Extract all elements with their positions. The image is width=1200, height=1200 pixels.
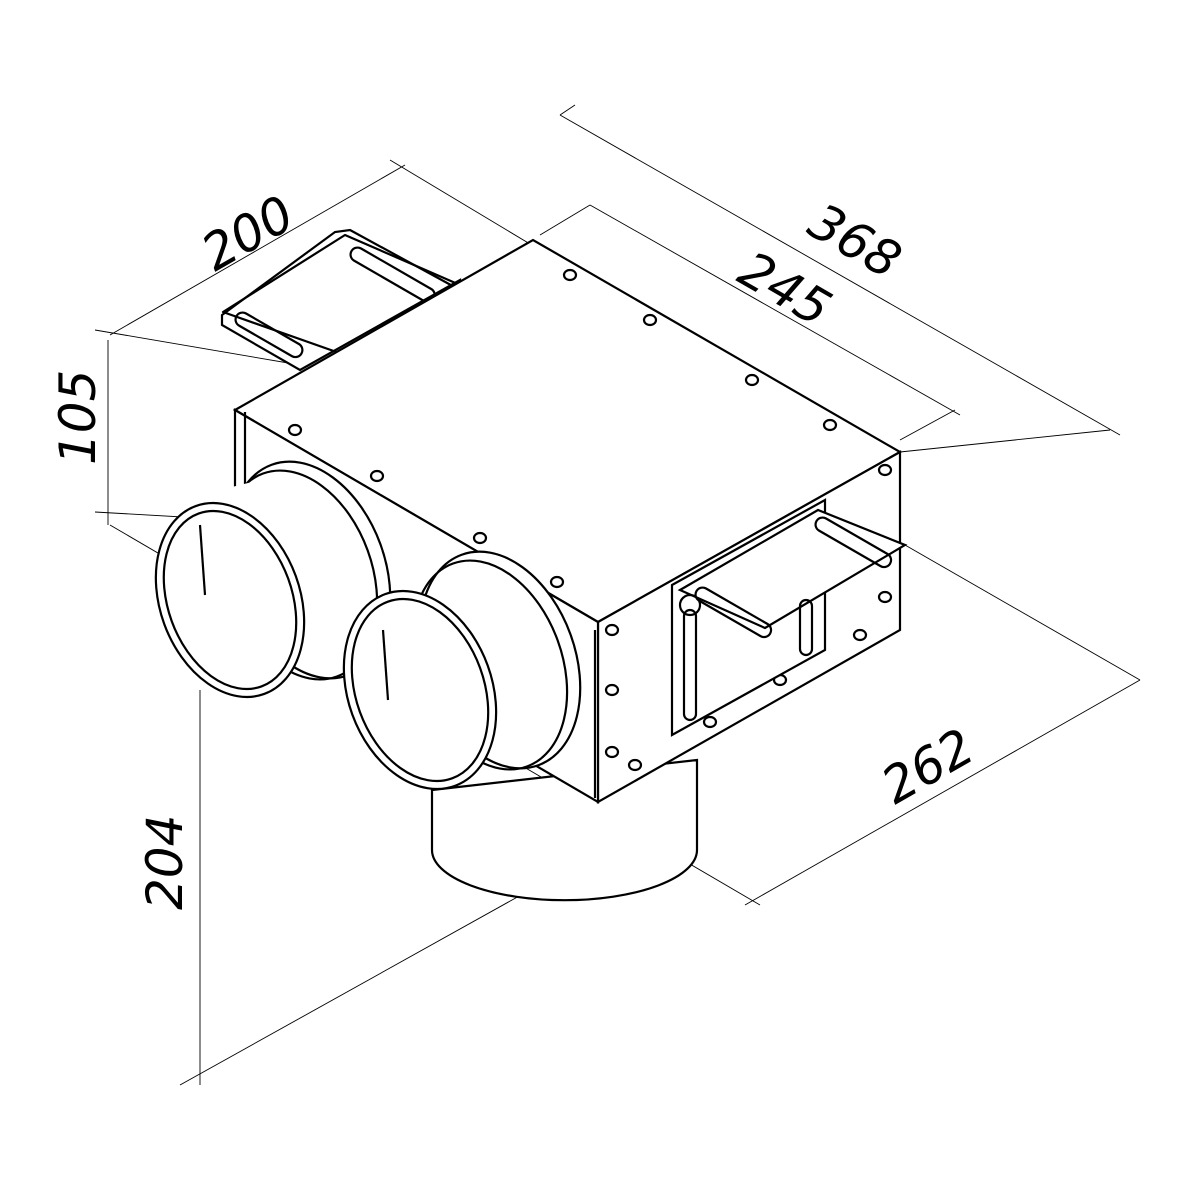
screw-icon bbox=[642, 313, 658, 327]
screw-icon bbox=[822, 418, 838, 432]
screw-icon bbox=[852, 628, 868, 642]
dim-204: 204 bbox=[136, 815, 194, 910]
screw-icon bbox=[472, 531, 488, 545]
side-mounting-bracket bbox=[670, 498, 908, 737]
screw-icon bbox=[549, 575, 565, 589]
screw-icon bbox=[744, 373, 760, 387]
screw-icon bbox=[604, 623, 620, 637]
screw-icon bbox=[287, 423, 303, 437]
dim-105: 105 bbox=[49, 370, 107, 465]
screw-icon bbox=[604, 745, 620, 759]
screw-icon bbox=[562, 268, 578, 282]
screws bbox=[287, 268, 893, 772]
screw-icon bbox=[877, 590, 893, 604]
bottom-duct bbox=[430, 758, 699, 902]
collar-right bbox=[342, 550, 582, 791]
screw-icon bbox=[627, 758, 643, 772]
collar-left bbox=[154, 460, 392, 699]
dimension-lines bbox=[94, 104, 1141, 1086]
screw-icon bbox=[702, 715, 718, 729]
screw-icon bbox=[877, 463, 893, 477]
screw-icon bbox=[369, 469, 385, 483]
screw-icon bbox=[604, 683, 620, 697]
